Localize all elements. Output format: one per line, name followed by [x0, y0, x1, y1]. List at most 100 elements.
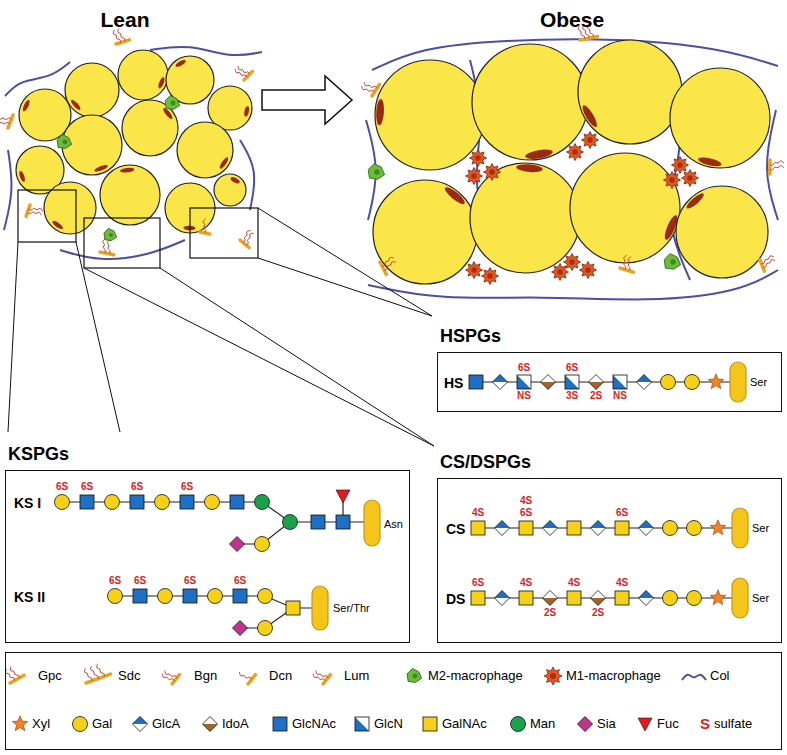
- yellow-circle: [687, 591, 702, 606]
- m1-macrophage: [484, 164, 501, 181]
- amino-acid-label: Ser/Thr: [333, 601, 370, 615]
- sulfation-mark: 4S: [616, 577, 628, 589]
- chain-name: KS I: [14, 494, 41, 512]
- core-protein: [100, 252, 114, 255]
- core-protein: [768, 160, 772, 174]
- m1-macrophage: [564, 254, 581, 271]
- cell-nucleus: [120, 167, 135, 173]
- glycan-panel: KSPGsKS IKS II: [5, 470, 410, 643]
- adipocyte: [118, 50, 168, 100]
- split-diamond-bottom: [639, 598, 654, 606]
- split-diamond-top: [541, 375, 556, 383]
- macrophage-nucleus: [557, 269, 563, 275]
- gag-chain: [313, 674, 325, 681]
- green-circle: [283, 515, 298, 530]
- sulfation-mark: 2S: [592, 607, 604, 619]
- core-protein: [760, 260, 764, 271]
- m2-macrophage: [57, 135, 72, 149]
- yellow-circle: [663, 591, 678, 606]
- adipocyte: [375, 60, 485, 170]
- yellow-circle: [663, 521, 678, 536]
- m2-macrophage: [664, 254, 680, 270]
- gag-chain: [162, 674, 174, 681]
- half-square-outline: [613, 375, 627, 389]
- split-diamond-outline: [589, 375, 604, 390]
- gag-chain: [239, 672, 251, 679]
- collagen-fiber: [60, 240, 185, 259]
- pink-diamond: [578, 717, 593, 732]
- split-diamond-outline: [543, 521, 558, 536]
- legend-text: Sia: [597, 716, 616, 732]
- tissue-illustration: [0, 24, 784, 446]
- split-diamond-top: [543, 521, 558, 529]
- macrophage-nucleus: [471, 267, 477, 273]
- split-diamond-top: [133, 717, 148, 725]
- yellow-circle: [258, 621, 273, 636]
- sulfation-mark: 4S: [520, 577, 532, 589]
- split-diamond-bottom: [495, 598, 510, 606]
- split-diamond-outline: [495, 521, 510, 536]
- adipocyte: [373, 180, 477, 284]
- yellow-square: [615, 521, 629, 535]
- zoom-frame: [190, 208, 258, 258]
- gag-chain: [364, 82, 377, 88]
- legend-text: M1-macrophage: [566, 668, 661, 684]
- split-diamond-bottom: [637, 382, 652, 390]
- red-triangle: [336, 490, 350, 503]
- macrophage-nucleus: [550, 673, 556, 679]
- m2-macrophage: [104, 228, 117, 240]
- split-diamond-top: [591, 521, 606, 529]
- blue-square: [336, 515, 350, 529]
- split-diamond-bottom: [133, 724, 148, 732]
- adipocyte: [19, 89, 71, 141]
- yellow-square: [567, 591, 581, 605]
- sulfation-mark: 6S: [181, 481, 193, 493]
- cell-nucleus: [218, 156, 229, 170]
- green-circle: [511, 717, 526, 732]
- panel-heading: HSPGs: [440, 325, 501, 347]
- gag-chain: [203, 219, 206, 233]
- amino-acid-label: Ser: [752, 521, 769, 535]
- yellow-square: [471, 591, 485, 605]
- m1-macrophage: [466, 262, 483, 279]
- gag-chain: [770, 161, 784, 165]
- gag-chain: [107, 240, 110, 254]
- cell-nucleus: [94, 164, 109, 173]
- macrophage-nucleus: [171, 101, 176, 106]
- red-triangle: [638, 718, 652, 731]
- split-diamond-top: [639, 591, 654, 599]
- m1-macrophage: [482, 268, 499, 285]
- amino-acid-label: Ser: [750, 375, 767, 389]
- chain-name: HS: [444, 374, 463, 392]
- m1-macrophage: [582, 132, 599, 149]
- split-diamond-top: [589, 375, 604, 383]
- sulfation-mark: 4S: [520, 495, 532, 507]
- orange-star: [12, 716, 28, 731]
- half-square-outline: [565, 375, 579, 389]
- half-square-blue: [517, 375, 531, 389]
- gag-chain: [770, 166, 784, 170]
- split-diamond-outline: [639, 591, 654, 606]
- gag-chain: [165, 671, 177, 678]
- protein-bar: [312, 586, 328, 630]
- sulfation-mark: 6S: [131, 481, 143, 493]
- cell-nucleus: [685, 191, 706, 210]
- half-square-blue: [613, 375, 627, 389]
- cell-nucleus: [18, 170, 26, 182]
- blue-square: [180, 495, 194, 509]
- split-diamond-outline: [493, 375, 508, 390]
- gag-chain: [103, 239, 106, 253]
- macrophage-nucleus: [569, 259, 575, 265]
- panel-heading: CS/DSPGs: [440, 451, 531, 473]
- collagen-fiber: [682, 675, 706, 680]
- collagen-fiber: [4, 150, 11, 230]
- split-diamond-outline: [495, 591, 510, 606]
- zoom-leader: [258, 258, 432, 316]
- m1-macrophage: [470, 150, 487, 167]
- legend-text: Man: [530, 716, 555, 732]
- gag-chain: [624, 255, 627, 269]
- blue-square: [233, 589, 247, 603]
- yellow-square: [471, 521, 485, 535]
- core-protein: [8, 115, 13, 128]
